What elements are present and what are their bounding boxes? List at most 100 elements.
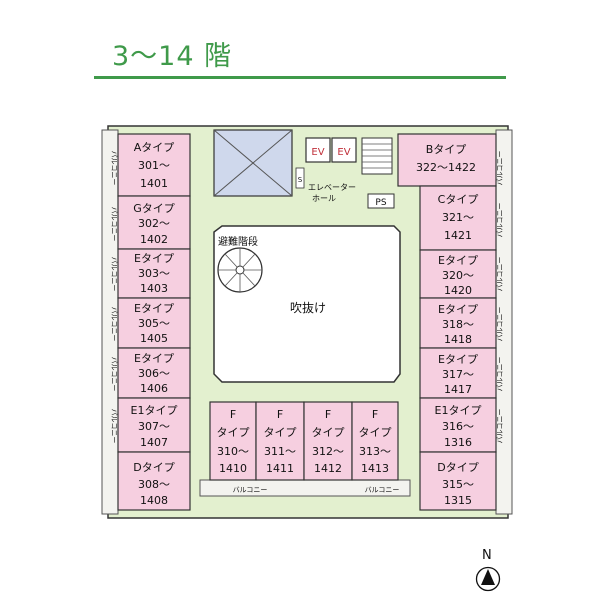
unit-number: 321〜 <box>442 211 474 224</box>
unit-number: 1421 <box>444 229 472 242</box>
evacuation-stairs-label: 避難階段 <box>218 235 258 248</box>
unit-room <box>419 451 497 511</box>
unit-number: 1315 <box>444 494 472 507</box>
north-arrow-icon <box>475 566 501 592</box>
unit-number: 1405 <box>140 332 168 345</box>
balcony-label: バルコニー <box>496 257 504 292</box>
north-label: N <box>482 548 492 563</box>
unit-room <box>117 347 191 399</box>
unit-number: 311〜 <box>264 445 296 458</box>
ps-box <box>367 193 395 209</box>
balcony-label: バルコニー <box>496 151 504 186</box>
elevator-label: EV <box>311 147 324 158</box>
balcony-label: バルコニー <box>496 203 504 238</box>
unit-number: 1407 <box>140 436 168 449</box>
unit-number: 1418 <box>444 333 472 346</box>
unit-room <box>419 347 497 399</box>
unit-number: 310〜 <box>217 445 249 458</box>
unit-number: 1402 <box>140 233 168 246</box>
balcony-label: バルコニー <box>496 307 504 342</box>
balcony-label: バルコニー <box>110 207 118 242</box>
left-units <box>117 133 191 511</box>
elevator-2 <box>331 137 357 163</box>
unit-number: 303〜 <box>138 267 170 280</box>
elevator-hall-label: ホール <box>312 194 336 203</box>
unit-number: 322〜1422 <box>416 161 476 174</box>
unit-type-label: Dタイプ <box>133 461 174 474</box>
unit-room <box>117 195 191 250</box>
unit-type-label: Eタイプ <box>134 252 174 265</box>
unit-type-label: Eタイプ <box>438 353 478 366</box>
title-rule <box>94 76 506 79</box>
unit-number: タイプ <box>264 426 297 439</box>
balcony-label: バルコニー <box>233 486 268 494</box>
unit-number: 1406 <box>140 382 168 395</box>
unit-number: 1413 <box>361 462 389 475</box>
balcony-label: バルコニー <box>496 357 504 392</box>
unit-number: 302〜 <box>138 217 170 230</box>
balcony-label: バルコニー <box>110 151 118 186</box>
unit-type-label: F <box>372 408 378 421</box>
unit-type-label: Aタイプ <box>134 141 175 154</box>
bottom-units <box>209 401 399 481</box>
unit-room <box>209 401 257 481</box>
unit-room <box>117 248 191 299</box>
floor-title: 3〜14 階 <box>112 41 233 72</box>
unit-number: 1316 <box>444 436 472 449</box>
unit-number: 1410 <box>219 462 247 475</box>
unit-type-label: Eタイプ <box>438 303 478 316</box>
core-stairs <box>361 137 393 175</box>
unit-type-label: Bタイプ <box>426 143 467 156</box>
spiral-stair <box>217 247 263 293</box>
unit-number: 1408 <box>140 494 168 507</box>
unit-type-label: Eタイプ <box>134 352 174 365</box>
unit-number: 307〜 <box>138 420 170 433</box>
unit-room <box>255 401 305 481</box>
unit-number: 1401 <box>140 177 168 190</box>
unit-number: 305〜 <box>138 317 170 330</box>
unit-number: 1417 <box>444 383 472 396</box>
unit-type-label: E1タイプ <box>435 404 482 417</box>
unit-number: 1411 <box>266 462 294 475</box>
unit-type-label: Cタイプ <box>438 193 479 206</box>
unit-type-label: Eタイプ <box>134 302 174 315</box>
unit-type-label: Gタイプ <box>133 202 175 215</box>
unit-number: 313〜 <box>359 445 391 458</box>
unit-number: 312〜 <box>312 445 344 458</box>
unit-number: 1403 <box>140 282 168 295</box>
unit-number: 316〜 <box>442 420 474 433</box>
elevator-hall-label: エレベーター <box>308 183 356 192</box>
balcony-label: バルコニー <box>110 257 118 292</box>
unit-room <box>303 401 353 481</box>
unit-type-label: F <box>325 408 331 421</box>
unit-number: 1412 <box>314 462 342 475</box>
atrium-label: 吹抜け <box>290 301 326 315</box>
balcony-label: バルコニー <box>496 409 504 444</box>
balcony-label: バルコニー <box>110 409 118 444</box>
unit-number: タイプ <box>359 426 392 439</box>
s-box <box>295 167 305 189</box>
unit-type-label: Dタイプ <box>437 461 478 474</box>
ps-label: PS <box>375 198 386 208</box>
unit-number: 1420 <box>444 284 472 297</box>
unit-room <box>117 297 191 349</box>
unit-type-label: F <box>277 408 283 421</box>
unit-number: 308〜 <box>138 478 170 491</box>
unit-type-label: F <box>230 408 236 421</box>
unit-number: 301〜 <box>138 159 170 172</box>
unit-number: 318〜 <box>442 318 474 331</box>
elevator-label: EV <box>337 147 350 158</box>
unit-room <box>419 185 497 251</box>
shaft-cross <box>213 129 293 197</box>
balcony-label: バルコニー <box>365 486 400 494</box>
unit-number: 306〜 <box>138 367 170 380</box>
unit-room <box>351 401 399 481</box>
balcony-label: バルコニー <box>110 357 118 392</box>
unit-type-label: Eタイプ <box>438 254 478 267</box>
balcony-label: バルコニー <box>110 307 118 342</box>
unit-number: タイプ <box>312 426 345 439</box>
unit-number: 317〜 <box>442 368 474 381</box>
unit-room <box>117 397 191 453</box>
right-units <box>397 133 497 511</box>
